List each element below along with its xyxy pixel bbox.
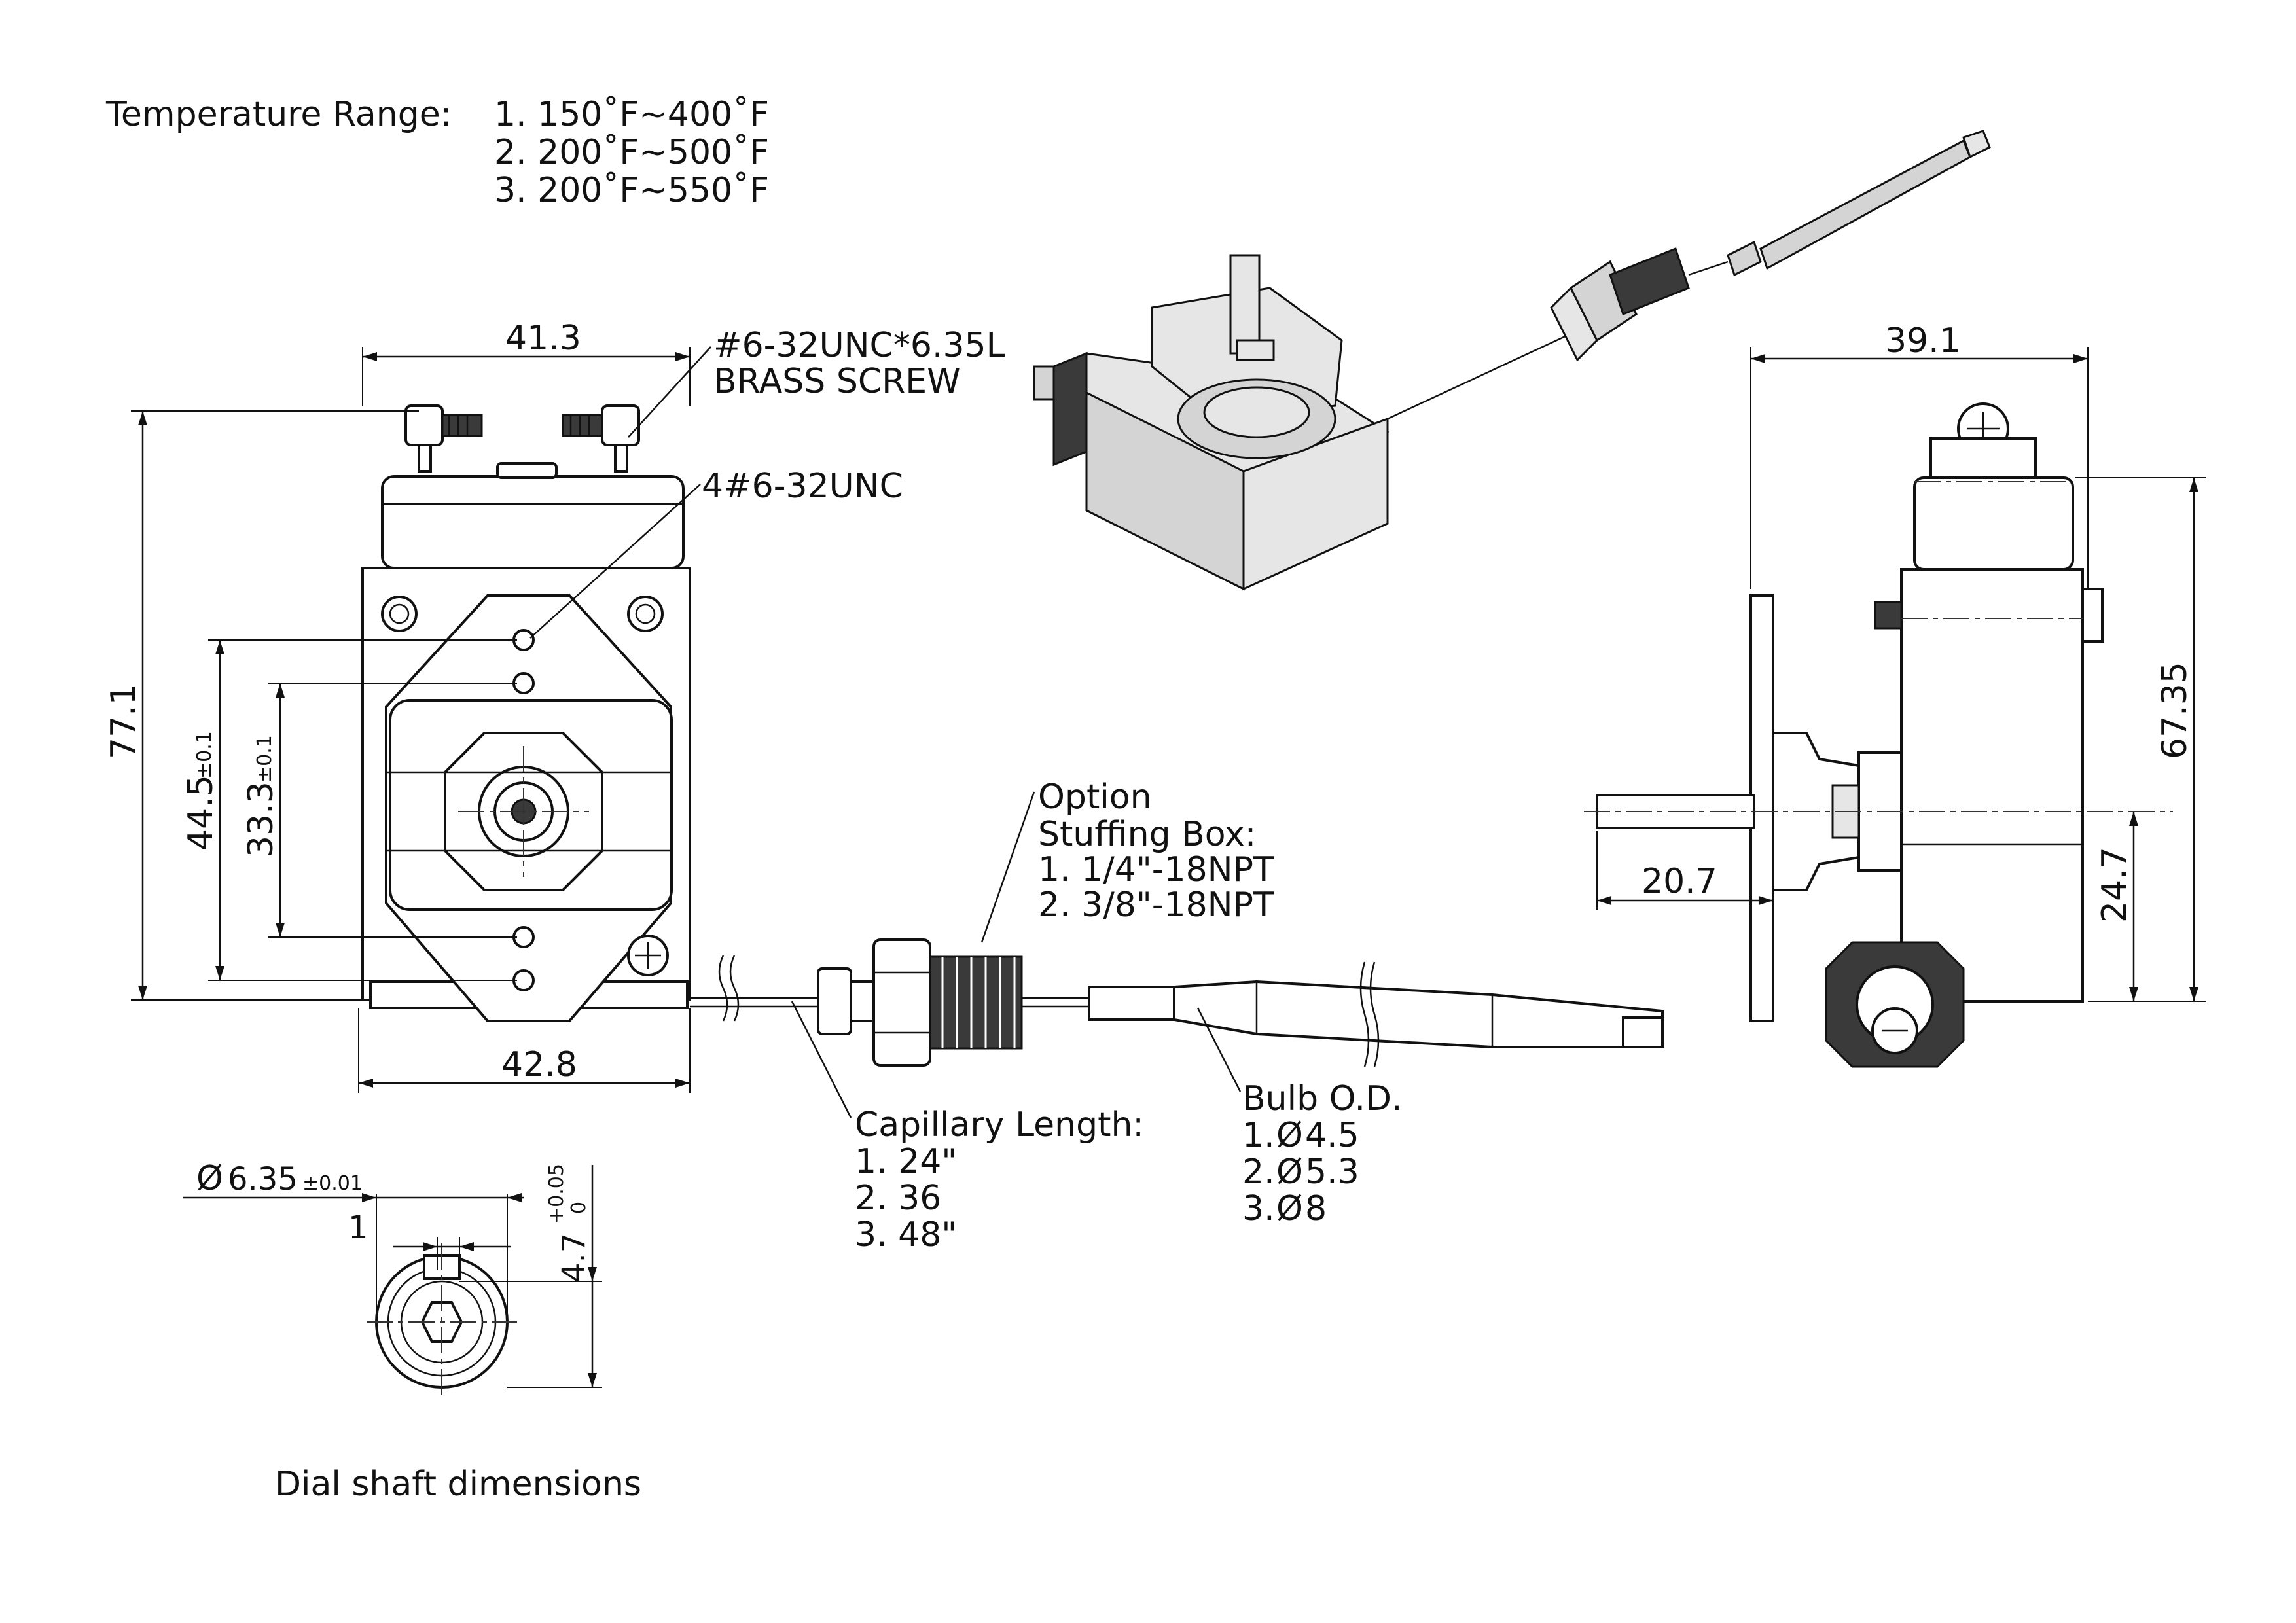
shaft-flat-tol-lower: 0 <box>567 1202 590 1214</box>
dim-bottom-width: 42.8 <box>501 1045 577 1084</box>
bulb-sleeve <box>1088 986 1175 1021</box>
capillary-line-3: 2. 36 <box>855 1179 941 1218</box>
dim-hole-spacing-inner: 33.3 <box>242 781 281 857</box>
iso-body-front <box>1242 417 1389 591</box>
shaft-diameter-symbol: Ø <box>196 1159 223 1198</box>
switch-housing-cap <box>381 475 685 569</box>
dim-top-width: 41.3 <box>505 319 581 358</box>
bulb-option-2-num: 2. <box>1242 1152 1275 1192</box>
side-view: 39.1 67.35 24.7 20.7 <box>1584 321 2206 1068</box>
stuffing-box-line-3: 1. 1/4"-18NPT <box>1038 850 1274 889</box>
bulb-title: Bulb O.D. <box>1242 1079 1403 1118</box>
bulb-option-3-symbol: Ø <box>1276 1189 1303 1228</box>
temperature-range-option-2: 2. 200˚F~500˚F <box>494 133 769 172</box>
bulb-option-1-value: 4.5 <box>1305 1116 1359 1155</box>
screw-note-line2: BRASS SCREW <box>713 362 961 401</box>
bulb-option-2-value: 5.3 <box>1305 1152 1359 1192</box>
temperature-range-option-3: 3. 200˚F~550˚F <box>494 171 769 210</box>
isometric-view <box>1033 130 1991 591</box>
bulb-option-3-value: 8 <box>1305 1189 1327 1228</box>
screw-note-line1: #6-32UNC*6.35L <box>713 326 1005 365</box>
bulb-option-1-symbol: Ø <box>1276 1116 1303 1155</box>
capillary-assembly: Option Stuffing Box: 1. 1/4"-18NPT 2. 3/… <box>690 777 1664 1255</box>
bulb-option-2-symbol: Ø <box>1276 1152 1303 1192</box>
temperature-range-label: Temperature Range: <box>105 95 452 134</box>
mount-hole-note: 4#6-32UNC <box>702 467 903 506</box>
iso-shaft <box>1229 254 1261 355</box>
shaft-flat-tol-upper: +0.05 <box>545 1164 568 1224</box>
iso-coil <box>1052 351 1088 467</box>
stuffing-box-line-4: 2. 3/8"-18NPT <box>1038 885 1274 925</box>
temperature-range-note: Temperature Range: 1. 150˚F~400˚F 2. 200… <box>105 95 769 210</box>
corner-hole-right <box>627 596 664 632</box>
dial-shaft-detail: Ø 6.35 ±0.01 1 4.7 +0.05 0 Dial shaft di… <box>183 1159 641 1504</box>
dim-total-height: 77.1 <box>104 683 143 759</box>
dim-shaft-height: 24.7 <box>2095 847 2134 923</box>
capillary-line-2: 1. 24" <box>855 1142 957 1181</box>
stuffing-box-line-1: Option <box>1038 777 1152 817</box>
temperature-range-option-1: 1. 150˚F~400˚F <box>494 95 769 134</box>
side-body <box>1900 568 2084 1003</box>
shaft-flat-width: 1 <box>348 1209 368 1246</box>
terminal-screw-right <box>562 404 640 473</box>
dim-side-height: 67.35 <box>2155 662 2195 759</box>
dim-hole-spacing-inner-tol: ±0.1 <box>253 735 276 783</box>
dim-shaft-length: 20.7 <box>1641 862 1717 901</box>
shaft-caption: Dial shaft dimensions <box>275 1465 641 1504</box>
dim-hole-spacing-outer-tol: ±0.1 <box>193 731 216 779</box>
bulb-option-3-num: 3. <box>1242 1189 1275 1228</box>
bulb-option-1-num: 1. <box>1242 1116 1275 1155</box>
stuffing-box-hex <box>872 938 931 1067</box>
dim-hole-spacing-outer: 44.5 <box>181 775 221 851</box>
iso-bulb <box>1759 139 1971 270</box>
capillary-line-4: 3. 48" <box>855 1215 957 1255</box>
shaft-flat-depth: 4.7 <box>556 1233 592 1283</box>
stuffing-nut <box>817 967 852 1035</box>
stuffing-box-thread <box>929 955 1023 1050</box>
stuffing-box-line-2: Stuffing Box: <box>1038 815 1256 854</box>
terminal-screw-left <box>404 404 483 473</box>
shaft-diameter-tol: ±0.01 <box>302 1172 363 1195</box>
bulb-body <box>1173 980 1664 1048</box>
capillary-line-1: Capillary Length: <box>855 1105 1144 1145</box>
side-housing-cap <box>1913 476 2074 571</box>
front-view: 41.3 42.8 77.1 44.5 ±0.1 33.3 ±0.1 #6 <box>104 319 1005 1093</box>
corner-hole-left <box>381 596 418 632</box>
dim-side-width: 39.1 <box>1885 321 1961 361</box>
shaft-diameter: 6.35 <box>228 1161 298 1198</box>
